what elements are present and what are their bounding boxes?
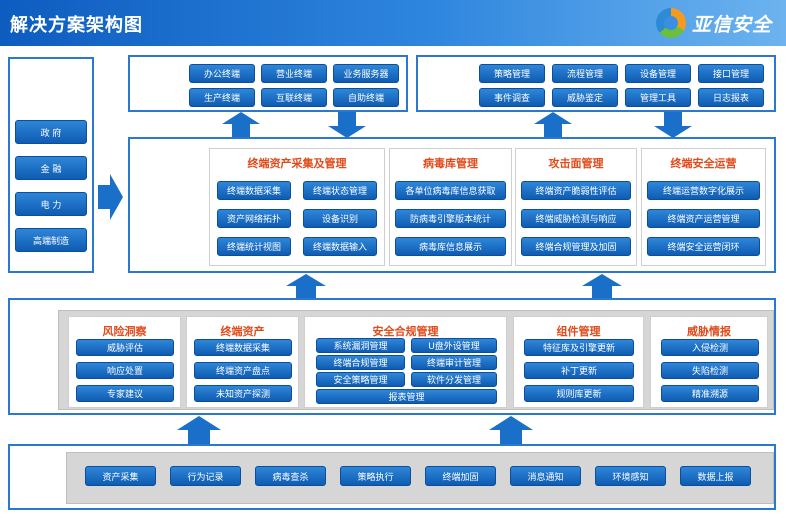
section-title: 终端资产 <box>220 325 265 338</box>
sector-power: 电 力 <box>15 192 87 216</box>
intel-item: 入侵检测 <box>661 339 759 356</box>
component-item: 特征库及引擎更新 <box>524 339 634 356</box>
compliance-item: 软件分发管理 <box>411 372 497 387</box>
section-title: 风险洞察 <box>102 325 147 338</box>
section-title: 组件管理 <box>556 325 601 338</box>
section-title: 攻击面管理 <box>548 157 604 170</box>
brand-name: 亚信安全 <box>691 13 772 36</box>
mgmt-incident: 事件调查 <box>479 88 545 107</box>
ops-item: 终端安全运营闭环 <box>647 237 760 256</box>
asset-item: 设备识别 <box>303 209 377 228</box>
asset-item: 终端统计视图 <box>217 237 291 256</box>
virus-item: 防病毒引擎版本统计 <box>395 209 506 228</box>
terminal-business: 营业终端 <box>261 64 327 83</box>
arrow-up-icon <box>222 112 260 138</box>
mgmt-interface: 接口管理 <box>698 64 764 83</box>
brand-logo-icon <box>655 8 686 38</box>
ops-item: 终端资产运营管理 <box>647 209 760 228</box>
arrow-right-icon <box>98 174 123 220</box>
risk-item: 专家建议 <box>76 385 174 402</box>
section-title: 威胁情报 <box>687 325 731 338</box>
compliance-item: 系统漏洞管理 <box>316 338 405 353</box>
sector-panel: 政 府 金 融 电 力 高端制造 <box>8 57 94 273</box>
intel-item: 精准溯源 <box>661 385 759 402</box>
terminal-server: 业务服务器 <box>333 64 399 83</box>
agent-item: 资产采集 <box>85 466 156 486</box>
agent-item: 行为记录 <box>170 466 241 486</box>
terminal-office: 办公终端 <box>189 64 255 83</box>
page-title: 解决方案架构图 <box>10 15 143 36</box>
component-section: 组件管理 特征库及引擎更新 补丁更新 规则库更新 <box>513 316 644 408</box>
compliance-item: U盘外设管理 <box>411 338 497 353</box>
risk-item: 响应处置 <box>76 362 174 379</box>
arrow-down-icon <box>328 112 366 138</box>
capability-panel: 风险洞察 威胁评估 响应处置 专家建议 终端资产 终端数据采集 终端资产盘点 未… <box>8 298 776 415</box>
agent-item: 环境感知 <box>595 466 666 486</box>
terminal-self-service: 自助终端 <box>333 88 399 107</box>
section-title: 终端安全运营 <box>670 157 737 170</box>
agent-item: 数据上报 <box>680 466 751 486</box>
arrow-up-icon <box>489 416 533 444</box>
mgmt-log-report: 日志报表 <box>698 88 764 107</box>
arrow-up-icon <box>177 416 221 444</box>
section-title: 安全合规管理 <box>372 325 439 338</box>
sector-finance: 金 融 <box>15 156 87 180</box>
arrow-up-icon <box>534 112 572 138</box>
arrow-down-icon <box>654 112 692 138</box>
security-ops-section: 终端安全运营 终端运营数字化展示 终端资产运营管理 终端安全运营闭环 <box>641 148 766 266</box>
terminal-asset-item: 终端资产盘点 <box>194 362 292 379</box>
terminal-iot: 互联终端 <box>261 88 327 107</box>
compliance-section: 安全合规管理 系统漏洞管理 U盘外设管理 终端合规管理 终端审计管理 安全策略管… <box>304 316 507 408</box>
header-bar: 解决方案架构图 亚信安全 <box>0 0 786 46</box>
risk-item: 威胁评估 <box>76 339 174 356</box>
section-title: 终端资产采集及管理 <box>247 157 347 170</box>
terminal-asset-item: 终端数据采集 <box>194 339 292 356</box>
terminal-asset-section: 终端资产 终端数据采集 终端资产盘点 未知资产探测 <box>186 316 299 408</box>
attack-item: 终端合规管理及加固 <box>521 237 631 256</box>
mgmt-policy: 策略管理 <box>479 64 545 83</box>
sector-manufacturing: 高端制造 <box>15 228 87 252</box>
risk-insight-section: 风险洞察 威胁评估 响应处置 专家建议 <box>68 316 181 408</box>
component-item: 补丁更新 <box>524 362 634 379</box>
mgmt-device: 设备管理 <box>625 64 691 83</box>
terminal-production: 生产终端 <box>189 88 255 107</box>
compliance-item: 终端审计管理 <box>411 355 497 370</box>
mgmt-threat-identify: 威胁鉴定 <box>552 88 618 107</box>
asset-item: 终端数据输入 <box>303 237 377 256</box>
virus-item: 各单位病毒库信息获取 <box>395 181 506 200</box>
agent-item: 终端加固 <box>425 466 496 486</box>
compliance-item: 报表管理 <box>316 389 497 404</box>
attack-item: 终端威胁检测与响应 <box>521 209 631 228</box>
ops-item: 终端运营数字化展示 <box>647 181 760 200</box>
brand-logo: 亚信安全 <box>655 6 772 40</box>
attack-item: 终端资产脆弱性评估 <box>521 181 631 200</box>
virus-item: 病毒库信息展示 <box>395 237 506 256</box>
terminal-type-panel: 办公终端 营业终端 业务服务器 生产终端 互联终端 自助终端 <box>128 55 408 112</box>
agent-item: 消息通知 <box>510 466 581 486</box>
intel-item: 失陷检测 <box>661 362 759 379</box>
virus-library-section: 病毒库管理 各单位病毒库信息获取 防病毒引擎版本统计 病毒库信息展示 <box>389 148 512 266</box>
mgmt-tools: 管理工具 <box>625 88 691 107</box>
section-title: 病毒库管理 <box>423 157 478 170</box>
mgmt-process: 流程管理 <box>552 64 618 83</box>
asset-management-section: 终端资产采集及管理 终端数据采集 终端状态管理 资产网络拓扑 设备识别 终端统计… <box>209 148 385 266</box>
terminal-asset-item: 未知资产探测 <box>194 385 292 402</box>
attack-surface-section: 攻击面管理 终端资产脆弱性评估 终端威胁检测与响应 终端合规管理及加固 <box>515 148 637 266</box>
management-panel: 策略管理 流程管理 设备管理 接口管理 事件调查 威胁鉴定 管理工具 日志报表 <box>416 55 776 112</box>
agent-item: 病毒查杀 <box>255 466 326 486</box>
asset-item: 终端状态管理 <box>303 181 377 200</box>
component-item: 规则库更新 <box>524 385 634 402</box>
compliance-item: 安全策略管理 <box>316 372 405 387</box>
compliance-item: 终端合规管理 <box>316 355 405 370</box>
asset-item: 资产网络拓扑 <box>217 209 291 228</box>
arrow-up-icon <box>582 274 622 299</box>
asset-item: 终端数据采集 <box>217 181 291 200</box>
agent-item: 策略执行 <box>340 466 411 486</box>
threat-intel-section: 威胁情报 入侵检测 失陷检测 精准溯源 <box>650 316 768 408</box>
platform-panel: 终端资产采集及管理 终端数据采集 终端状态管理 资产网络拓扑 设备识别 终端统计… <box>128 137 776 273</box>
sector-government: 政 府 <box>15 120 87 144</box>
arrow-up-icon <box>286 274 326 299</box>
agent-capability-panel: 资产采集 行为记录 病毒查杀 策略执行 终端加固 消息通知 环境感知 数据上报 <box>8 444 776 510</box>
